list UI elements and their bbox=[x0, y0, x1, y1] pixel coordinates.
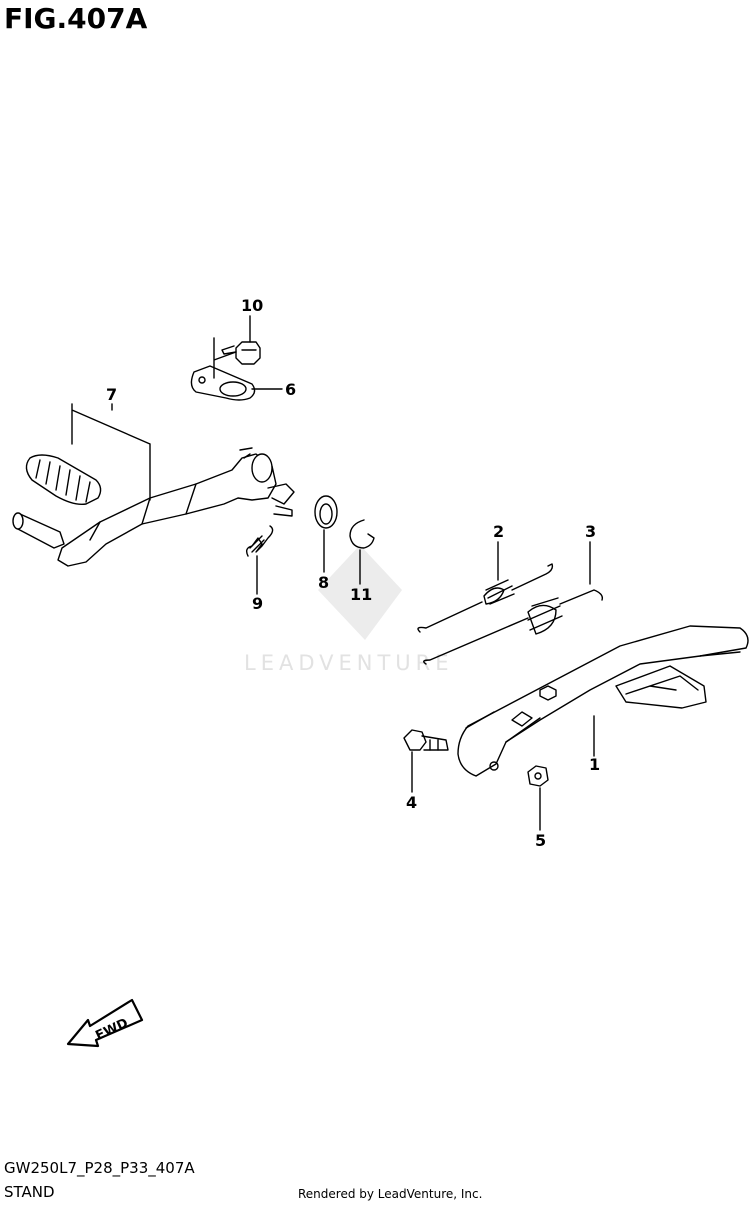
part-8-washer[interactable] bbox=[314, 495, 338, 529]
callout-9: 9 bbox=[252, 594, 263, 613]
callout-4: 4 bbox=[406, 793, 417, 812]
callout-6: 6 bbox=[285, 380, 296, 399]
part-9-spring[interactable] bbox=[245, 525, 274, 557]
figure-name: STAND bbox=[4, 1183, 55, 1201]
callout-11: 11 bbox=[350, 585, 372, 604]
callout-8: 8 bbox=[318, 573, 329, 592]
render-credit: Rendered by LeadVenture, Inc. bbox=[298, 1187, 483, 1201]
callout-7: 7 bbox=[106, 385, 117, 404]
callout-1: 1 bbox=[589, 755, 600, 774]
part-6-bracket[interactable] bbox=[190, 337, 256, 401]
callout-3: 3 bbox=[585, 522, 596, 541]
callout-2: 2 bbox=[493, 522, 504, 541]
part-3-spring[interactable] bbox=[423, 589, 604, 665]
callout-5: 5 bbox=[535, 831, 546, 850]
part-7-brake-pedal[interactable] bbox=[12, 447, 295, 567]
watermark: LEADVENTURE bbox=[244, 545, 454, 675]
part-4-bolt[interactable] bbox=[403, 729, 449, 751]
part-5-nut[interactable] bbox=[527, 765, 549, 787]
watermark-text: LEADVENTURE bbox=[244, 651, 454, 675]
fwd-arrow-icon: FWD bbox=[66, 998, 144, 1048]
part-11-circlip[interactable] bbox=[349, 519, 375, 549]
part-10-bolt[interactable] bbox=[221, 341, 261, 365]
figure-title: FIG.407A bbox=[4, 2, 148, 35]
part-7-leader bbox=[71, 403, 151, 501]
part-1-side-stand[interactable] bbox=[457, 625, 749, 777]
figure-code: GW250L7_P28_P33_407A bbox=[4, 1159, 195, 1177]
watermark-logo-icon bbox=[318, 545, 402, 640]
callout-10: 10 bbox=[241, 296, 263, 315]
part-2-spring[interactable] bbox=[417, 563, 554, 633]
